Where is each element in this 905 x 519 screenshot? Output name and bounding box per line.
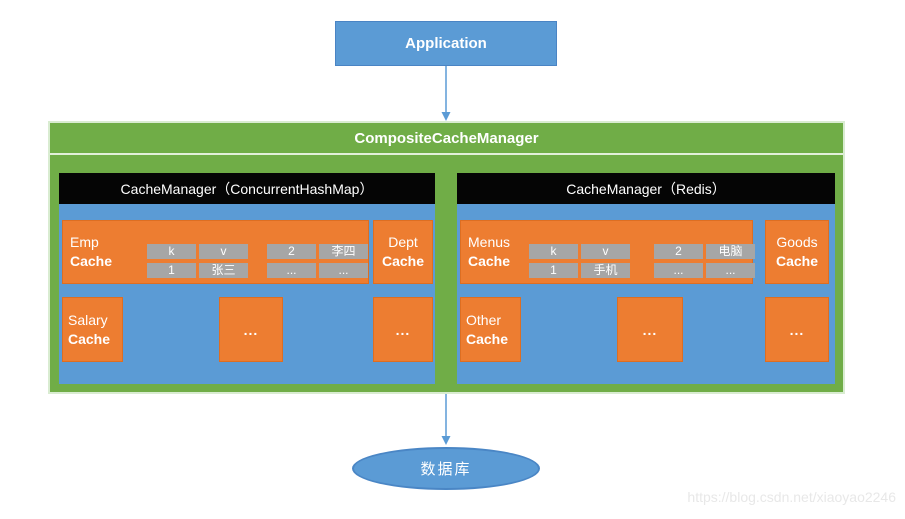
kv-cell: 2 <box>267 244 316 259</box>
emp-kv-table-1: k v 1 张三 <box>147 244 248 278</box>
menus-cache-box: Menus Cache k v 1 手机 2 电脑 ... ... <box>460 220 755 284</box>
dept-cache-box: Dept Cache <box>373 220 433 284</box>
kv-cell: 电脑 <box>706 244 755 259</box>
kv-cell: 张三 <box>199 263 248 278</box>
kv-cell: ... <box>319 263 368 278</box>
cachemanager-redis-header: CacheManager（Redis） <box>457 173 835 204</box>
composite-title: CompositeCacheManager <box>354 129 539 147</box>
watermark-url: https://blog.csdn.net/xiaoyao2246 <box>687 489 896 505</box>
menus-kv-table-2: 2 电脑 ... ... <box>654 244 755 278</box>
cachemanager-redis-label: CacheManager（Redis） <box>566 180 726 197</box>
database-label: 数据库 <box>420 461 472 478</box>
arrow-app-to-manager <box>441 66 451 121</box>
ellipsis-cache-box: ... <box>373 297 433 362</box>
database-ellipse: 数据库 <box>352 447 540 490</box>
kv-cell: v <box>199 244 248 259</box>
emp-kv-table-2: 2 李四 ... ... <box>267 244 368 278</box>
application-box: Application <box>335 21 557 66</box>
emp-cache-box: Emp Cache k v 1 张三 2 李四 ... ... <box>62 220 369 284</box>
cachemanager-concurrenthashmap-label: CacheManager（ConcurrentHashMap） <box>120 180 374 197</box>
salary-cache-box: Salary Cache <box>62 297 123 362</box>
kv-cell: ... <box>706 263 755 278</box>
ellipsis-cache-box: ... <box>765 297 829 362</box>
menus-kv-table-1: k v 1 手机 <box>529 244 630 278</box>
kv-cell: 手机 <box>581 263 630 278</box>
redis-panel: Menus Cache k v 1 手机 2 电脑 ... ... Goods … <box>457 204 835 384</box>
other-cache-box: Other Cache <box>460 297 521 362</box>
emp-cache-label: Emp Cache <box>70 234 113 269</box>
application-label: Application <box>405 35 487 52</box>
arrow-manager-to-database <box>441 394 451 445</box>
kv-cell: 1 <box>529 263 578 278</box>
kv-cell: ... <box>267 263 316 278</box>
kv-cell: k <box>147 244 196 259</box>
goods-cache-box: Goods Cache <box>765 220 829 284</box>
kv-cell: 1 <box>147 263 196 278</box>
menus-cache-label: Menus Cache <box>468 234 511 269</box>
title-separator <box>50 153 843 155</box>
concurrenthashmap-panel: Emp Cache k v 1 张三 2 李四 ... ... Dept Cac… <box>59 204 435 384</box>
ellipsis-cache-box: ... <box>617 297 683 362</box>
cachemanager-concurrenthashmap-header: CacheManager（ConcurrentHashMap） <box>59 173 435 204</box>
kv-cell: k <box>529 244 578 259</box>
kv-cell: v <box>581 244 630 259</box>
ellipsis-cache-box: ... <box>219 297 283 362</box>
kv-cell: 李四 <box>319 244 368 259</box>
kv-cell: ... <box>654 263 703 278</box>
kv-cell: 2 <box>654 244 703 259</box>
